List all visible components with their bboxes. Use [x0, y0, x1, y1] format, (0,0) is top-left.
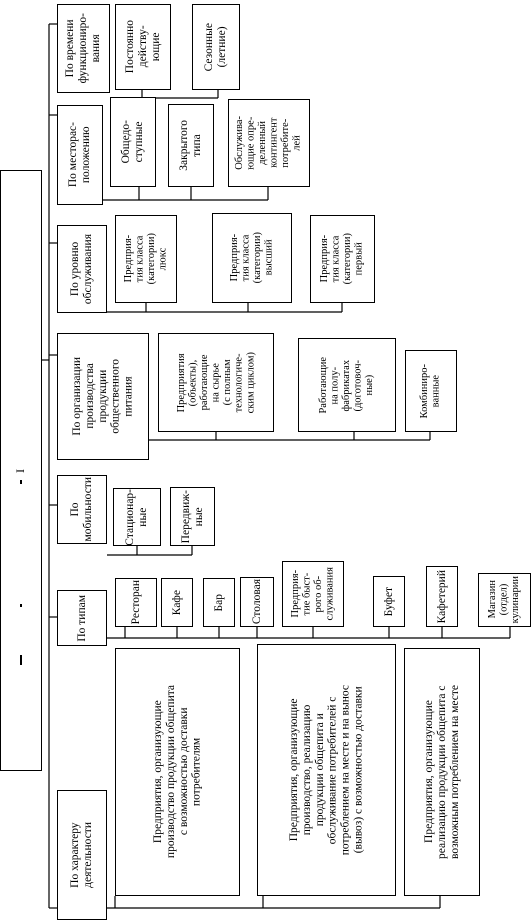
category-item: Кафе [161, 578, 193, 627]
root-label: I [13, 468, 28, 473]
category-item: Предприя- тие быст- рого об- служивания [282, 561, 344, 627]
category-item: Предприя- тия класса (категории) высший [212, 213, 292, 303]
category-item: Предприятия (объекты), работающие на сыр… [158, 333, 274, 432]
category-header: По уровню обслуживания [57, 225, 107, 313]
root-box: I [0, 170, 42, 771]
category-item: Буфет [373, 576, 405, 627]
category-item: Столовая [240, 577, 274, 627]
category-item: Предприятия, организующие производство п… [115, 648, 240, 896]
category-item: Кафетерий [426, 566, 458, 627]
category-item: Предприя- тия класса (категории) люкс [115, 215, 177, 303]
category-item: Бар [203, 578, 235, 627]
root-mark [20, 604, 22, 607]
category-item: Предприя- тия класса (категории) первый [310, 215, 375, 303]
root-mark [20, 655, 22, 665]
category-item: Обслужива- ющие опре- деленный континген… [228, 99, 310, 187]
category-item: Постоянно действу- ющие [115, 4, 171, 90]
category-item: Предприятия, организующие реализацию про… [404, 648, 480, 896]
category-header: По организации производства продукции об… [57, 333, 149, 460]
category-item: Стационар- ные [113, 488, 161, 546]
category-item: Комбиниро- ванные [405, 350, 457, 432]
category-header: По типам [57, 590, 107, 646]
category-item: Работающие на полу- фабрикатах (доготово… [298, 338, 396, 432]
category-item: Закрытого типа [168, 104, 214, 187]
category-header: По времени функциониро- вания [57, 4, 110, 93]
category-header: По месторас- положению [57, 105, 103, 205]
root-mark [20, 480, 22, 484]
category-item: Сезонные (летние) [192, 4, 240, 90]
category-item: Ресторан [115, 578, 157, 627]
category-item: Предприятия, организующие производство, … [257, 644, 396, 896]
category-header: По мобильности [57, 475, 107, 544]
category-header: По характеру деятельности [57, 790, 107, 920]
category-item: Передвиж- ные [170, 487, 215, 546]
category-item: Общедо- ступные [110, 97, 156, 187]
category-item: Магазин (отдел) кулинарии [478, 573, 531, 627]
